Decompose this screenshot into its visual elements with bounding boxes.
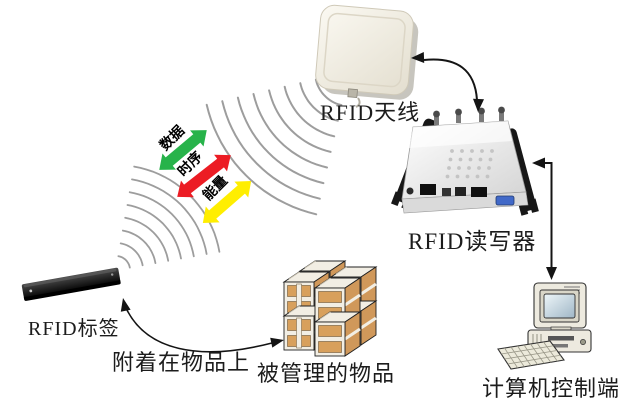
arrowhead-icon	[532, 157, 545, 169]
reader-front-ports	[406, 184, 515, 206]
wave-arc	[117, 255, 131, 269]
antenna-radio-waves-icon	[205, 78, 343, 216]
label-antenna: RFID天线	[320, 100, 421, 125]
keypad-dot	[488, 157, 493, 162]
reader-image	[391, 106, 539, 216]
keypad-dot	[448, 157, 453, 162]
keypad-dot	[470, 149, 474, 153]
keypad-dot	[445, 174, 450, 179]
connector-antenna-reader	[411, 52, 484, 112]
items-boxes-image	[282, 260, 378, 357]
tag-image	[21, 267, 121, 301]
wave-arc	[283, 85, 336, 138]
keypad-dot	[487, 166, 491, 170]
keypad-dot	[465, 174, 470, 179]
wave-arc	[252, 93, 328, 169]
flow-arrow-data	[159, 130, 207, 170]
wave-arc	[124, 216, 170, 262]
connector-tag-items	[120, 298, 284, 353]
connector-reader-computer	[532, 157, 557, 280]
arrowhead-icon	[120, 298, 131, 312]
arrowhead-icon	[546, 267, 557, 280]
reader-antenna-ports	[433, 106, 505, 125]
keyboard-keys	[501, 341, 561, 369]
arrowhead-icon	[473, 98, 484, 112]
keypad-dot	[468, 157, 473, 162]
keypad-dot	[475, 174, 480, 179]
keypad-dot	[460, 149, 464, 153]
computer-image	[497, 282, 592, 370]
keypad-dot	[450, 149, 454, 153]
label-attach-note: 附着在物品上	[112, 350, 251, 375]
label-items: 被管理的物品	[257, 361, 396, 386]
wave-arc	[126, 204, 182, 260]
wave-arc	[122, 229, 157, 264]
label-computer: 计算机控制端	[482, 376, 618, 401]
flow-arrow-timing	[177, 154, 231, 198]
keypad-dot	[477, 166, 481, 170]
wave-arc	[221, 100, 321, 200]
wave-arc	[236, 96, 325, 185]
label-tag: RFID标签	[28, 318, 120, 340]
flow-arrows	[159, 130, 252, 223]
reader-keypad-dots	[445, 149, 494, 179]
keypad-dot	[447, 166, 451, 170]
wave-arc	[205, 103, 318, 216]
arrowhead-icon	[411, 52, 425, 63]
keypad-dot	[457, 166, 461, 170]
keypad-dot	[467, 166, 471, 170]
tag-radio-waves-icon	[117, 165, 221, 269]
wave-arc	[128, 191, 195, 258]
keypad-dot	[458, 157, 463, 162]
wave-arc	[314, 78, 343, 107]
wave-arc	[268, 89, 332, 153]
flow-arrow-energy	[202, 181, 252, 223]
wave-arc	[299, 82, 339, 122]
label-reader: RFID读写器	[408, 229, 537, 254]
keypad-dot	[480, 149, 484, 153]
keypad-dot	[490, 149, 494, 153]
keypad-dot	[478, 157, 483, 162]
keypad-dot	[485, 174, 490, 179]
wave-arc	[119, 242, 144, 267]
wave-arc	[131, 178, 208, 255]
arrowhead-icon	[270, 337, 284, 348]
keypad-dot	[455, 174, 460, 179]
antenna-image	[315, 4, 419, 108]
